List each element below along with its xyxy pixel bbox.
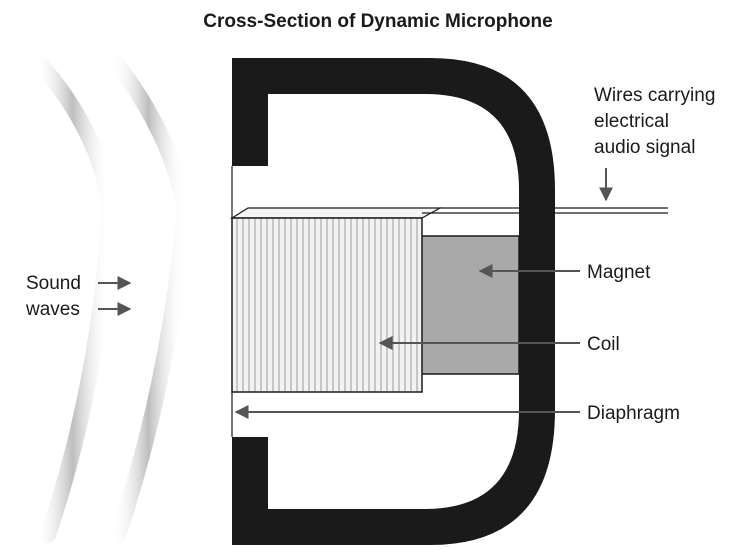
sound-wave-2	[104, 50, 194, 543]
wires-label-line3: audio signal	[594, 137, 695, 158]
microphone-housing	[232, 58, 555, 545]
coil	[231, 217, 423, 393]
coil-label: Coil	[587, 334, 620, 355]
wires-label-line2: electrical	[594, 111, 669, 132]
diaphragm-label: Diaphragm	[587, 403, 680, 424]
sound-waves-label-line2: waves	[25, 299, 80, 320]
magnet-label: Magnet	[587, 262, 651, 283]
wires-label-line1: Wires carrying	[594, 85, 715, 106]
magnet	[419, 235, 520, 375]
diagram-title: Cross-Section of Dynamic Microphone	[203, 11, 552, 32]
diaphragm-top	[229, 207, 443, 219]
sound-wave-1	[27, 50, 119, 543]
sound-waves-label-line1: Sound	[26, 273, 81, 294]
